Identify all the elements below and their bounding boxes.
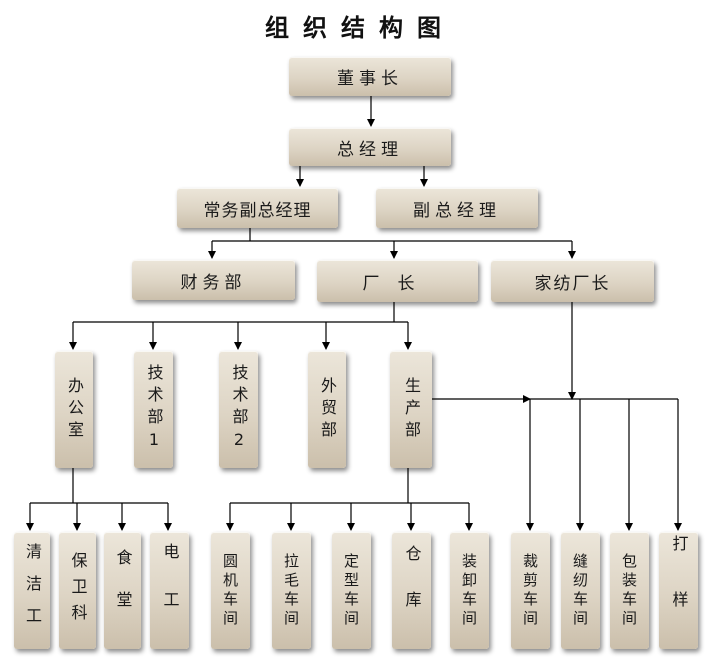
node-electrician: 电工 xyxy=(150,532,189,649)
node-sewing-workshop: 缝纫车间 xyxy=(561,532,600,649)
node-executive-vice-gm: 常务副总经理 xyxy=(177,188,338,228)
node-canteen: 食堂 xyxy=(104,532,141,649)
node-cutting-workshop: 裁剪车间 xyxy=(511,532,550,649)
node-vice-gm: 副总经理 xyxy=(376,188,538,228)
node-napping-workshop: 拉毛车间 xyxy=(272,532,311,649)
node-tech-2: 技术部2 xyxy=(219,351,258,468)
node-loading-workshop: 装卸车间 xyxy=(450,532,489,649)
node-circular-knitting-workshop: 圆机车间 xyxy=(211,532,250,649)
node-general-manager: 总经理 xyxy=(289,128,451,166)
node-tech-1: 技术部1 xyxy=(134,351,173,468)
node-cleaner: 清洁工 xyxy=(14,532,50,649)
node-warehouse: 仓库 xyxy=(392,532,431,649)
node-foreign-trade: 外贸部 xyxy=(308,351,346,468)
node-security: 保卫科 xyxy=(59,532,96,649)
node-chairman: 董事长 xyxy=(289,57,451,96)
node-packing-workshop: 包装车间 xyxy=(610,532,649,649)
node-sampling: 打样 xyxy=(659,532,698,649)
node-office: 办公室 xyxy=(55,351,93,468)
node-setting-workshop: 定型车间 xyxy=(332,532,371,649)
node-production: 生产部 xyxy=(390,351,432,468)
node-textile-director: 家纺厂长 xyxy=(491,260,654,302)
node-finance: 财务部 xyxy=(132,260,295,300)
chart-title: 组织结构图 xyxy=(265,13,455,42)
node-factory-director: 厂长 xyxy=(317,260,478,302)
